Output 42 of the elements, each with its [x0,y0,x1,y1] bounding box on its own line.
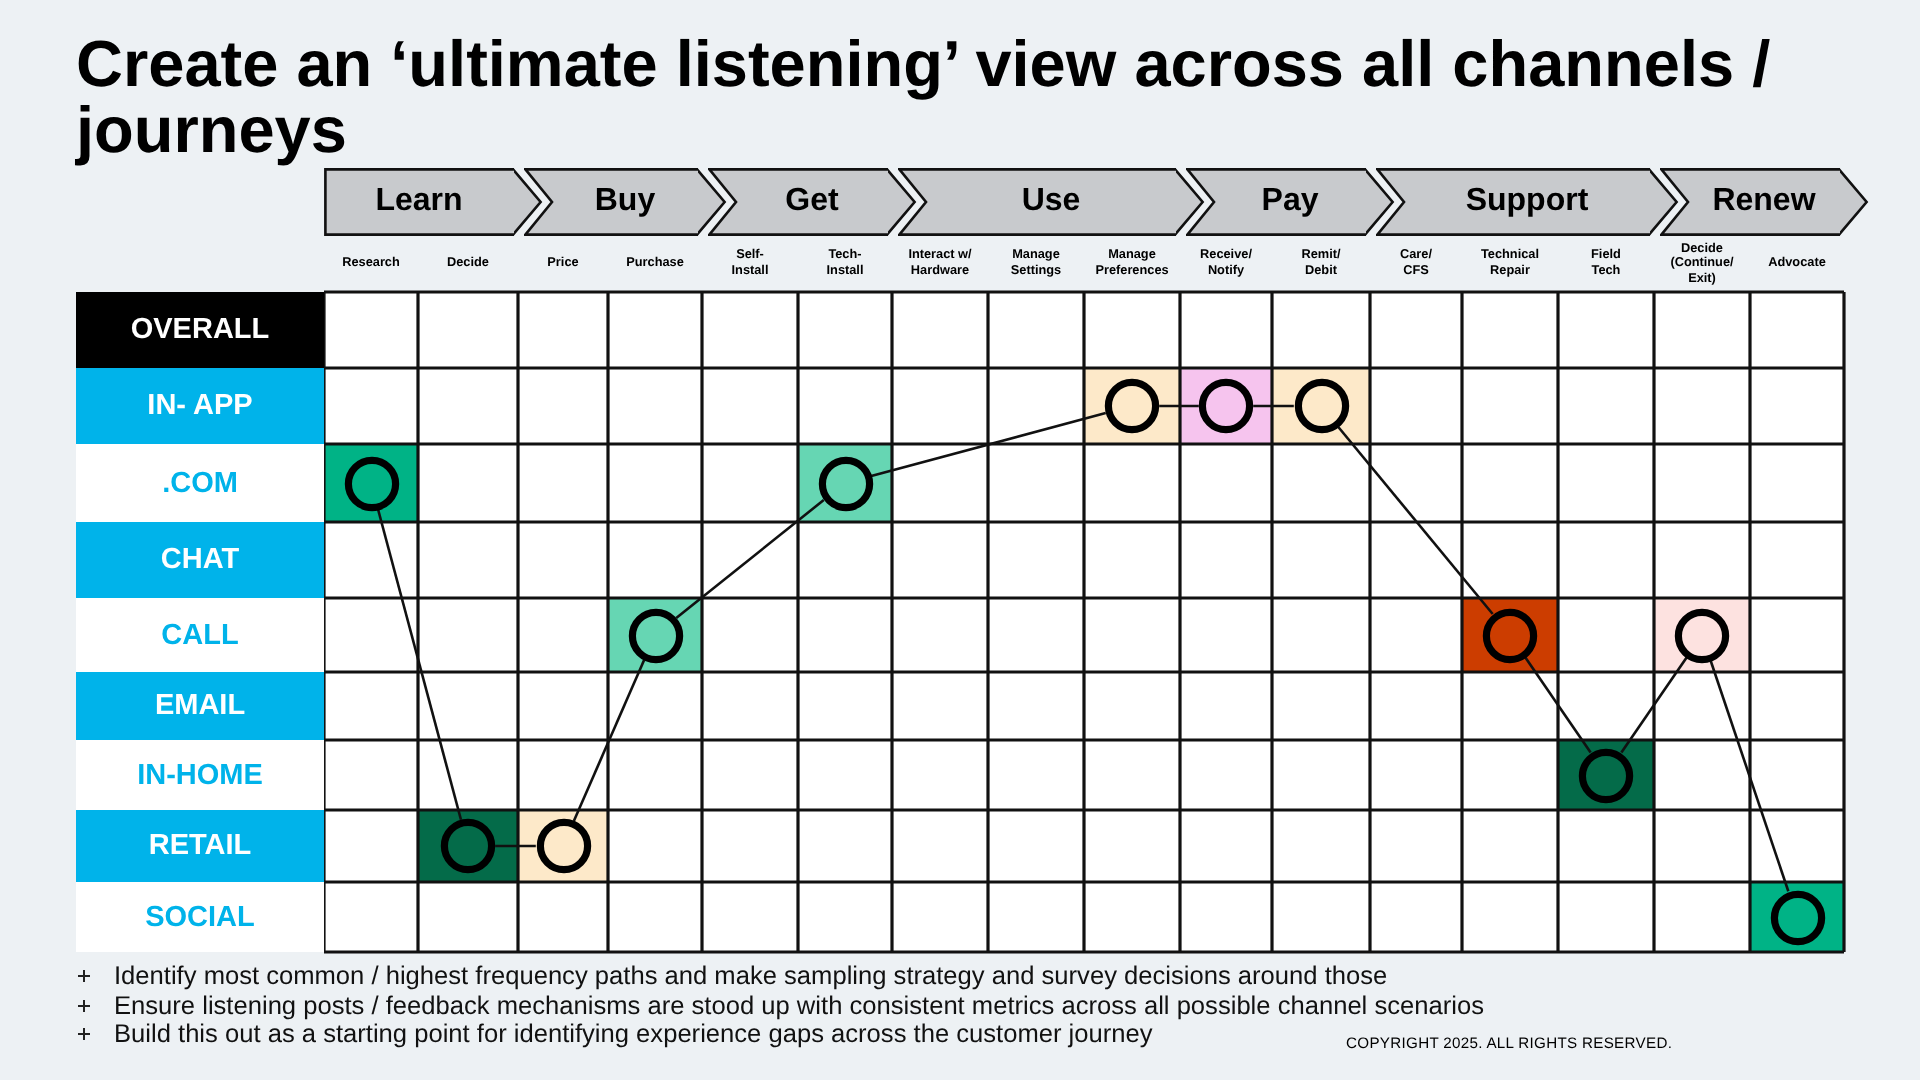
chevron-arrow-tip [696,168,727,236]
channel-header: IN- APP [76,368,324,444]
connector-line [675,498,825,620]
ring-marker [1104,378,1160,434]
chevron-arrow-tip [1838,168,1869,236]
chevron-arrow-tip [1648,168,1679,236]
chevron-arrow-tip [1364,168,1395,236]
ring-marker [817,455,873,511]
ring-marker [440,818,496,874]
bullet-text: Identify most common / highest frequency paths and make sampling strategy and survey decisions around those [114,962,1388,990]
channel-header: .COM [76,444,324,522]
connector-line [1620,656,1688,754]
channel-header: IN-HOME [76,740,324,810]
channel-header: RETAIL [76,810,324,882]
ring-marker [343,455,399,511]
channel-header: CHAT [76,522,324,598]
channel-header: CALL [76,598,324,672]
chevron-arrow-tip [886,168,917,236]
connector-line [870,411,1107,478]
channel-header: EMAIL [76,672,324,740]
connector-line [1337,426,1494,615]
ring-marker [1293,378,1349,434]
channel-header: OVERALL [76,292,324,368]
connector-line [1253,404,1294,408]
ring-marker [627,607,683,663]
ring-marker [1674,607,1730,663]
ring-marker [535,818,591,874]
ring-marker [1198,378,1254,434]
connector-line [495,844,536,848]
connector-line [1524,656,1592,754]
connector-line [572,659,646,822]
bullet-text: Ensure listening posts / feedback mechanisms are stood up with consistent metrics across all possible channel scenarios [114,992,1484,1020]
bullet-text: Build this out as a starting point for identifying experience gaps across the customer journey [114,1020,1153,1048]
channel-header: SOCIAL [76,882,324,952]
chevron-arrow-tip [1174,168,1205,236]
connector-line [1159,404,1199,408]
ring-marker [1769,889,1825,945]
slide-title: Create an ‘ultimate listening’ view across all channels / journeys [76,32,1773,164]
ring-marker [1482,607,1538,663]
connector-line [376,508,463,821]
connector-line [1709,660,1790,892]
ring-marker [1578,747,1634,803]
